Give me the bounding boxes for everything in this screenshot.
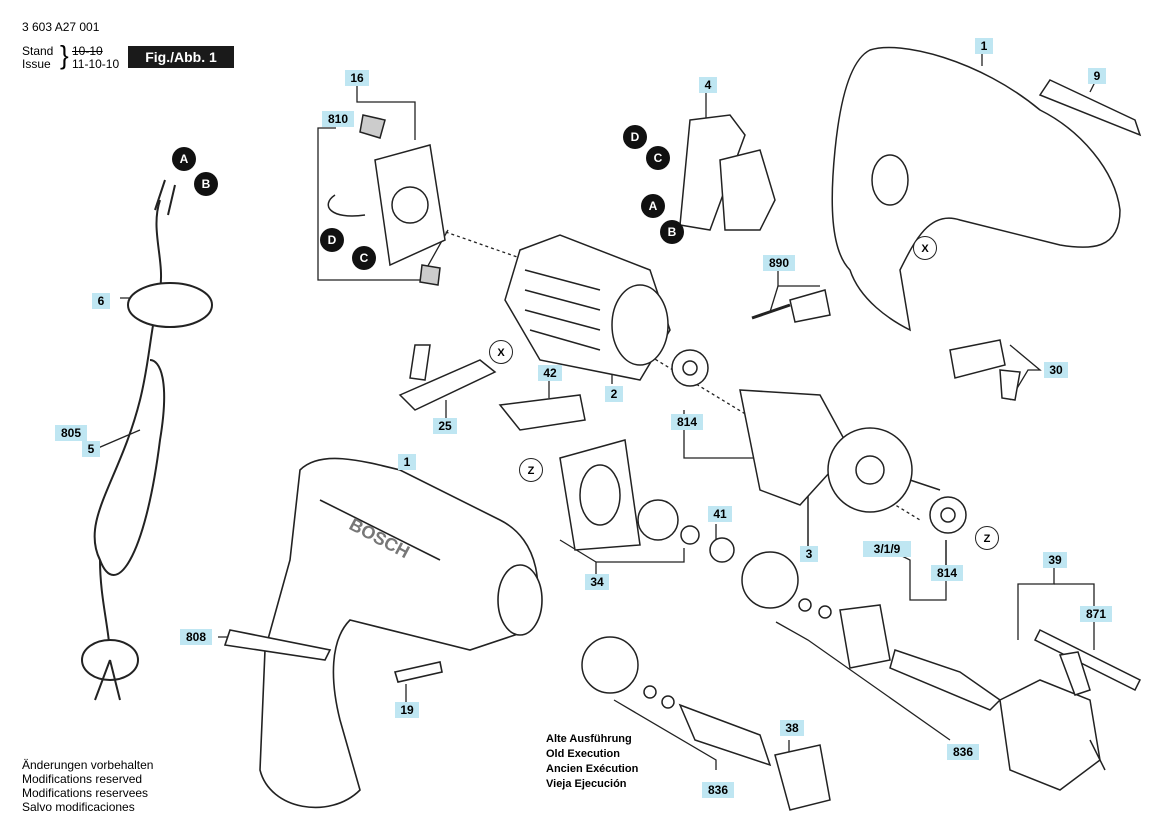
part-label-2: 2 [605, 386, 623, 402]
armature [671, 349, 967, 534]
part-label-38: 38 [780, 720, 804, 736]
leader-34 [595, 548, 685, 574]
leader-810 [317, 127, 449, 281]
part-label-836-left: 836 [702, 782, 734, 798]
power-cord [81, 179, 213, 701]
part-label-814-left: 814 [671, 414, 703, 430]
note-en: Modifications reserved [22, 772, 143, 786]
stator [504, 234, 671, 381]
part-label-4: 4 [699, 77, 717, 93]
part-label-19: 19 [395, 702, 419, 718]
part-label-34: 34 [585, 574, 609, 590]
modification-notes: Änderungen vorbehalten Modifications res… [22, 758, 153, 814]
connector-d-switch: D [623, 125, 647, 149]
leader-30 [1009, 344, 1042, 401]
leader-890 [777, 270, 820, 287]
leader-39 [1017, 568, 1055, 640]
issue-date: 11-10-10 [72, 57, 120, 71]
part-label-16: 16 [345, 70, 369, 86]
part-label-871: 871 [1080, 606, 1112, 622]
document-number: 3 603 A27 001 [22, 20, 100, 34]
part-label-1-top: 1 [975, 38, 993, 54]
small-parts [398, 289, 1021, 431]
leader-836a [613, 699, 717, 770]
handle-insert-9 [1038, 79, 1142, 137]
part-label-3-1-9: 3/1/9 [863, 541, 911, 557]
leader-5 [97, 429, 141, 449]
note-de: Änderungen vorbehalten [22, 758, 154, 772]
handle-insert-808 [223, 629, 332, 661]
connector-a-switch: A [641, 194, 665, 218]
part-label-1-body: 1 [398, 454, 416, 470]
part-label-805: 805 [55, 425, 87, 441]
stand-date: 10-10 [72, 44, 103, 58]
part-label-41: 41 [708, 506, 732, 522]
note-fr: Modifications reservees [22, 786, 149, 800]
part-label-30: 30 [1044, 362, 1068, 378]
brace-icon: } [60, 40, 69, 70]
connector-b-cord: B [194, 172, 218, 196]
leader-890b [769, 285, 779, 313]
reference-x-small: X [489, 340, 513, 364]
part-label-39: 39 [1043, 552, 1067, 568]
connector-c-switch: C [646, 146, 670, 170]
part-label-890: 890 [763, 255, 795, 271]
stand-label: Stand [22, 44, 54, 58]
part-label-3: 3 [800, 546, 818, 562]
part-label-814-right: 814 [931, 565, 963, 581]
leader-836b [775, 621, 951, 741]
part-label-6: 6 [92, 293, 110, 309]
part-label-9: 9 [1088, 68, 1106, 84]
gear-train [559, 439, 1002, 811]
connector-c-brush: C [352, 246, 376, 270]
reference-z-bearing: Z [975, 526, 999, 550]
issue-label: Issue [22, 57, 51, 71]
old-execution-en: Old Execution [546, 748, 620, 760]
part-label-5: 5 [82, 441, 100, 457]
part-label-42: 42 [538, 365, 562, 381]
old-execution-es: Vieja Ejecución [546, 778, 627, 790]
connector-b-switch: B [660, 220, 684, 244]
chuck [999, 628, 1142, 791]
part-label-25: 25 [433, 418, 457, 434]
connector-d-brush: D [320, 228, 344, 252]
housing-half-top [831, 46, 1142, 332]
switch-assembly [679, 114, 776, 231]
old-execution-de: Alte Ausführung [546, 733, 632, 745]
leader-16 [356, 86, 416, 140]
old-execution-fr: Ancien Exécution [546, 763, 639, 775]
figure-badge: Fig./Abb. 1 [128, 46, 234, 68]
reference-x-housing: X [913, 236, 937, 260]
reference-z-plate: Z [519, 458, 543, 482]
part-label-810: 810 [322, 111, 354, 127]
part-label-836-right: 836 [947, 744, 979, 760]
drill-body: BOSCH [223, 457, 543, 809]
brush-holder [327, 114, 446, 286]
leader-34b [559, 539, 597, 563]
note-es: Salvo modificaciones [22, 800, 135, 814]
old-execution-caption: Alte Ausführung Old Execution Ancien Exé… [546, 732, 638, 792]
screw-19 [393, 661, 443, 683]
leader-39b [1054, 583, 1095, 606]
connector-a-cord: A [172, 147, 196, 171]
part-label-808: 808 [180, 629, 212, 645]
